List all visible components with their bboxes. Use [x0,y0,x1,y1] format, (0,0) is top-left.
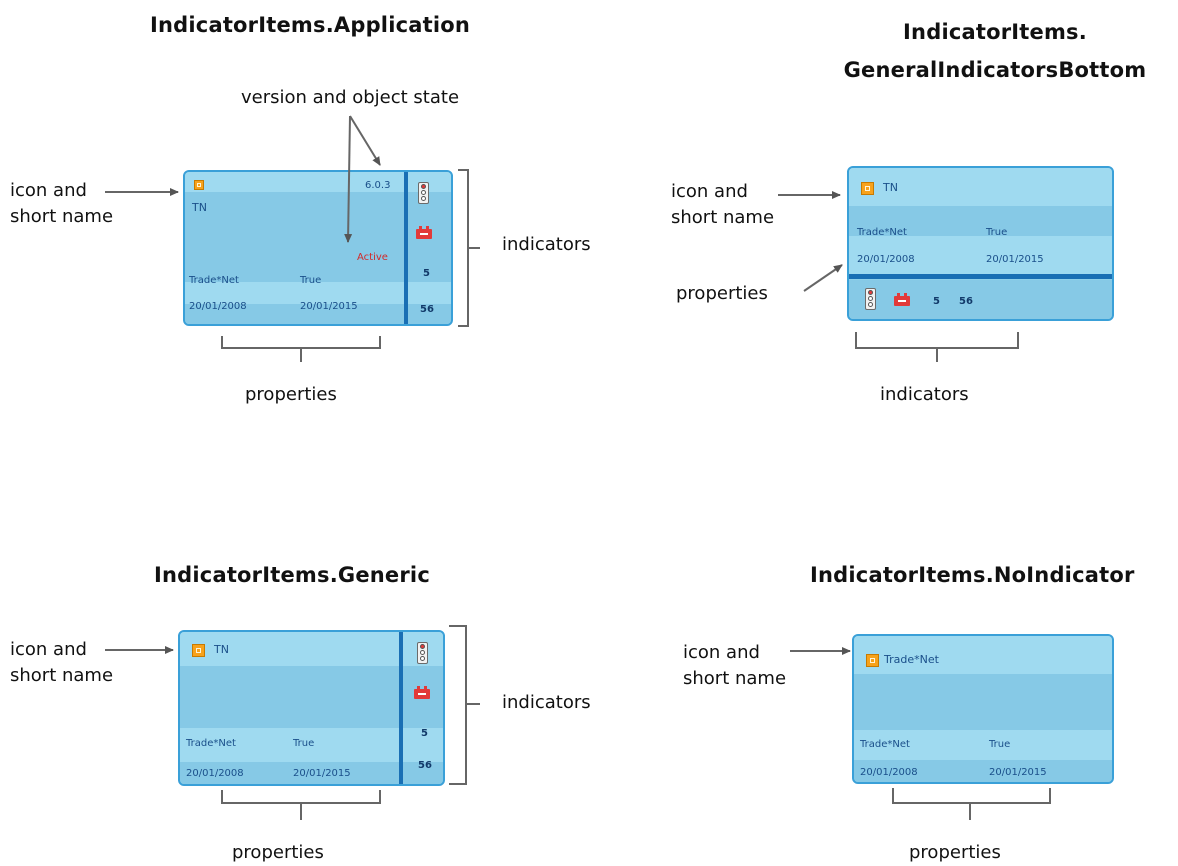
card-band [180,666,443,728]
property-name: Trade*Net [186,738,236,749]
property-value: 20/01/2015 [300,301,358,312]
bracket-properties-app [221,336,381,362]
card-version: 6.0.3 [365,180,391,191]
indicator-value: 5 [933,296,940,307]
property-value: 20/01/2015 [293,768,351,779]
label-icon-line1: icon and [671,181,748,202]
property-value: 20/01/2015 [986,254,1044,265]
object-type-icon [192,644,205,657]
property-value: 20/01/2008 [189,301,247,312]
card-short-name: TN [883,181,898,194]
label-icon-line2: short name [10,206,114,227]
card-short-name: Trade*Net [884,653,939,666]
card-band [849,168,1112,206]
arrow-version [349,115,381,166]
property-name: True [989,739,1011,750]
label-indicators-app: indicators [502,234,591,255]
title-generic: IndicatorItems.Generic [154,563,430,587]
property-name: True [293,738,315,749]
property-name: Trade*Net [189,275,239,286]
label-icon-line1: icon and [683,642,760,663]
label-properties-noindicator: properties [909,842,1001,863]
label-properties-bottom: properties [676,283,768,304]
object-type-icon [866,654,879,667]
card-band [180,762,443,784]
card-band [854,674,1112,730]
bracket-indicators-generic [449,625,480,785]
indicator-value: 5 [421,728,428,739]
label-indicators-bottom: indicators [880,384,969,405]
label-icon-line1: icon and [10,180,87,201]
card-object-state: Active [357,252,388,263]
indicator-value: 56 [959,296,973,307]
bracket-properties-generic [221,790,381,820]
indicator-value: 5 [423,268,430,279]
indicator-value: 56 [418,760,432,771]
card-band [854,760,1112,782]
traffic-light-icon [865,288,876,310]
card-band [185,282,451,304]
property-value: 20/01/2008 [860,767,918,778]
indicator-separator [404,172,408,324]
label-icon-line2: short name [10,665,114,686]
card-band [854,730,1112,760]
property-name: True [986,227,1008,238]
traffic-light-icon [417,642,428,664]
title-bottom-line1: IndicatorItems. [903,20,1087,44]
property-value: 20/01/2015 [989,767,1047,778]
indicator-separator [849,274,1112,279]
label-icon-line1: icon and [10,639,87,660]
property-name: Trade*Net [860,739,910,750]
card-band [185,172,451,192]
label-icon-short-name-noindicator: icon and short name [683,640,786,692]
card-short-name: TN [192,201,207,214]
object-type-icon [194,180,204,190]
battery-icon [894,293,910,306]
card-application[interactable]: TN 6.0.3 Active Trade*Net True 20/01/200… [183,170,453,326]
label-properties-app: properties [245,384,337,405]
arrow-properties-bottom [803,264,843,292]
bracket-indicators-app [458,169,480,327]
label-icon-line2: short name [671,207,775,228]
title-application: IndicatorItems.Application [150,13,471,37]
card-band [185,192,451,282]
card-noindicator[interactable]: Trade*Net Trade*Net True 20/01/2008 20/0… [852,634,1114,784]
label-icon-short-name-generic: icon and short name [10,637,113,689]
bracket-properties-noindicator [892,788,1051,820]
card-generic[interactable]: TN Trade*Net True 20/01/2008 20/01/2015 … [178,630,445,786]
card-band [185,304,451,324]
label-version-state: version and object state [241,87,460,108]
card-band [849,206,1112,236]
title-general-indicators-bottom: IndicatorItems. GeneralIndicatorsBottom [800,13,1178,89]
indicator-value: 56 [420,304,434,315]
property-name: True [300,275,322,286]
card-short-name: TN [214,643,229,656]
battery-icon [414,686,430,699]
label-icon-short-name-app: icon and short name [10,178,113,230]
object-type-icon [861,182,874,195]
bracket-indicators-bottom [855,332,1019,362]
property-value: 20/01/2008 [186,768,244,779]
card-band [849,236,1112,276]
card-general-indicators-bottom[interactable]: TN Trade*Net True 20/01/2008 20/01/2015 … [847,166,1114,321]
indicator-separator [399,632,403,784]
label-icon-line2: short name [683,668,787,689]
property-value: 20/01/2008 [857,254,915,265]
card-band [849,280,1112,319]
title-noindicator: IndicatorItems.NoIndicator [810,563,1135,587]
property-name: Trade*Net [857,227,907,238]
battery-icon [416,226,432,239]
traffic-light-icon [418,182,429,204]
label-properties-generic: properties [232,842,324,863]
title-bottom-line2: GeneralIndicatorsBottom [843,58,1147,82]
label-indicators-generic: indicators [502,692,591,713]
label-icon-short-name-bottom: icon and short name [671,179,774,231]
card-band [854,636,1112,674]
